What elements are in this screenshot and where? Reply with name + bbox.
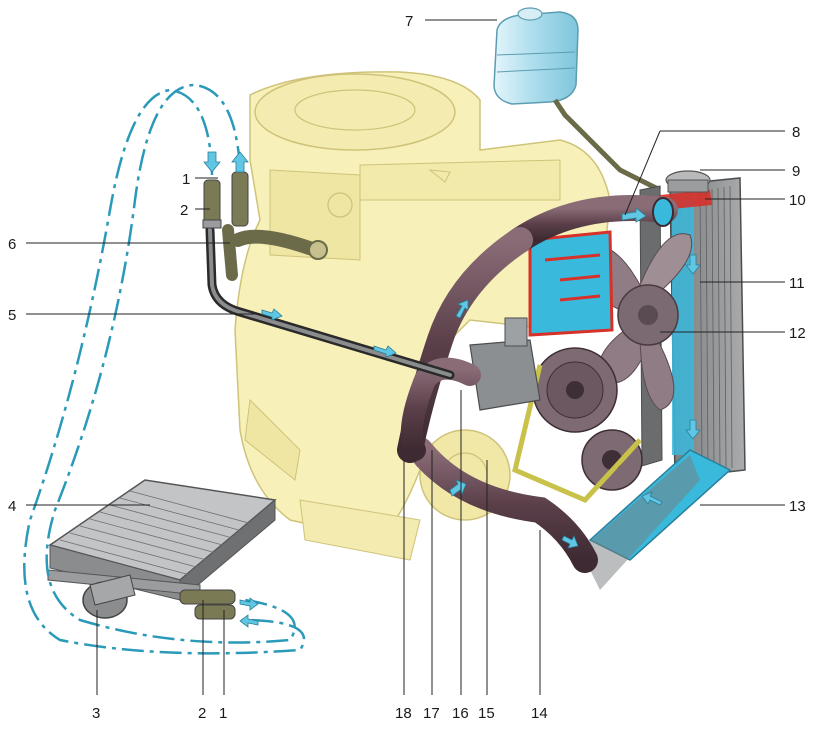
callout-15: 15: [478, 705, 495, 722]
callout-2-bottom: 2: [198, 705, 206, 722]
callout-4: 4: [8, 498, 16, 515]
arrow-right-icon: [373, 345, 397, 358]
callout-17: 17: [423, 705, 440, 722]
arrow-right-icon: [449, 479, 467, 497]
arrow-left-icon: [239, 614, 259, 628]
heater-core: [47, 479, 277, 602]
heater-pipe: [205, 225, 455, 380]
radiator-inlet-hose: [507, 195, 678, 253]
arrow-right-icon: [261, 308, 283, 321]
callout-10: 10: [789, 192, 806, 209]
leader-lines: [26, 19, 785, 695]
callout-18: 18: [395, 705, 412, 722]
callout-6: 6: [8, 236, 16, 253]
pump-and-pulleys: [469, 317, 643, 503]
heater-hose-upper: [222, 224, 328, 281]
callout-11: 11: [789, 275, 805, 292]
callout-2-top: 2: [180, 202, 188, 219]
callout-16: 16: [452, 705, 469, 722]
radiator-cap: [665, 170, 711, 193]
callout-7: 7: [405, 13, 413, 30]
heater-valve: [82, 574, 136, 619]
arrow-down-icon: [685, 419, 701, 440]
arrow-up-icon: [455, 299, 469, 319]
expansion-tank: [493, 7, 579, 105]
flow-arrows: [203, 151, 701, 628]
engine-coolant-cutaway: [528, 230, 614, 337]
callout-13: 13: [789, 498, 806, 515]
callout-1-top: 1: [182, 171, 190, 188]
callout-12: 12: [789, 325, 806, 342]
callout-labels: 7 8 9 10 11 12 13 1 2 6 5 4 3 2 1 18 17 …: [8, 13, 806, 722]
heater-hose-stubs-bottom: [179, 589, 236, 620]
callout-14: 14: [531, 705, 548, 722]
callout-8: 8: [792, 124, 800, 141]
callout-3: 3: [92, 705, 100, 722]
callout-9: 9: [792, 163, 800, 180]
arrow-down-icon: [203, 151, 221, 173]
heater-hose-routing-lines: [23, 83, 306, 655]
arrow-left-icon: [641, 491, 663, 506]
arrow-up-icon: [231, 151, 249, 173]
arrow-right-icon: [621, 207, 647, 223]
heater-hose-stubs-top: [202, 171, 249, 229]
callout-1-bottom: 1: [219, 705, 227, 722]
pump-inlet-pipe: [400, 357, 481, 461]
arrow-right-icon: [239, 597, 259, 611]
arrow-down-icon: [685, 254, 701, 275]
callout-5: 5: [8, 307, 16, 324]
arrow-down-icon: [561, 535, 579, 549]
